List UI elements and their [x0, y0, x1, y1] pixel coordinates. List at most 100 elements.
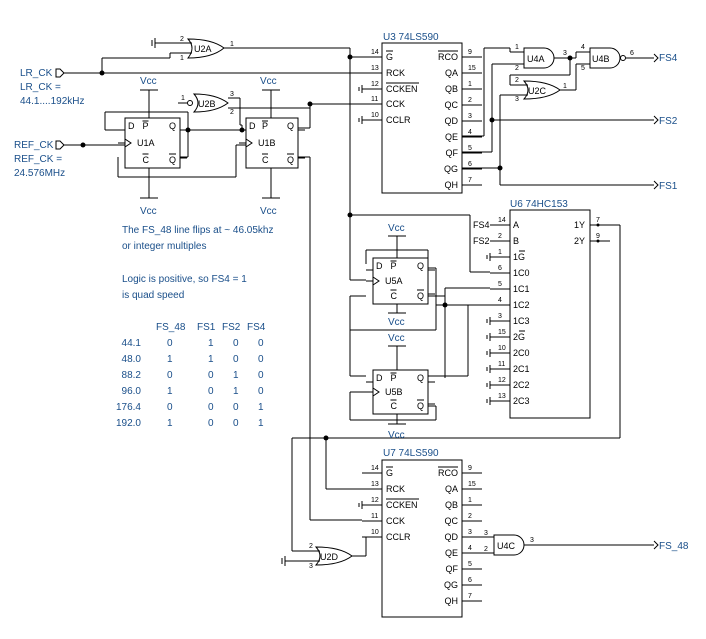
ff-pin-c: C: [262, 155, 269, 165]
table-cell: 1: [233, 370, 239, 381]
pin-num: 5: [468, 145, 472, 152]
pin-num: 6: [468, 161, 472, 168]
u7-counter: U7 74LS590 14 13 12 11 10 G RCK CCKEN CC…: [362, 448, 482, 618]
u7-pin-label: RCK: [386, 484, 405, 494]
u3-pin-label: G: [386, 52, 393, 62]
pin-num: 4: [498, 297, 502, 304]
table-rate: 48.0: [122, 354, 142, 365]
pin-num: 3: [530, 537, 534, 544]
table-cell: 0: [208, 386, 214, 397]
lr-ck-range: 44.1....192kHz: [20, 96, 84, 107]
ground-ticks: [358, 85, 363, 509]
ff-pin-q: Q: [287, 121, 294, 131]
pin-num: 7: [468, 593, 472, 600]
pin-num: 11: [498, 361, 505, 368]
u3-pin-label: CCLR: [386, 115, 411, 125]
u7-pin-num: 10: [371, 529, 379, 536]
vcc-label: Vcc: [388, 430, 405, 441]
pin-label: RCO: [438, 468, 458, 478]
pin-num: 1: [181, 95, 185, 102]
vcc-label: Vcc: [388, 223, 405, 234]
pin-num: 5: [581, 65, 585, 72]
table-cell: 0: [233, 418, 239, 429]
gate-u2d: U2D 2 3: [300, 543, 366, 570]
pin-label: A: [513, 220, 519, 230]
table-header: FS_48: [156, 322, 186, 333]
ff-pin-c: C: [143, 155, 150, 165]
pin-num: 2: [468, 513, 472, 520]
gate-u2c: U2C 2 3 1: [510, 77, 576, 103]
gate-u4b: U4B 4 5 6: [576, 44, 654, 72]
gate-label: U2B: [198, 99, 216, 109]
pin-num: 1: [230, 41, 234, 48]
table-rate: 96.0: [122, 386, 142, 397]
pin-label: QE: [445, 548, 458, 558]
pin-label: QF: [446, 564, 459, 574]
pin-label: RCO: [438, 52, 458, 62]
note-line: The FS_48 line flips at ~ 46.05khz: [122, 225, 273, 236]
ff-pin-d: D: [376, 373, 383, 383]
ff-pin-q: Q: [169, 121, 176, 131]
u7-pin-label: CCKEN: [386, 500, 418, 510]
ref-ck-freq: 24.576MHz: [14, 168, 65, 179]
pin-label: QH: [445, 596, 459, 606]
connector-labels: LR_CK LR_CK = 44.1....192kHz REF_CK REF_…: [14, 53, 689, 552]
pin-num: 12: [498, 377, 506, 384]
table-cell: 1: [233, 386, 239, 397]
pin-num: 3: [515, 96, 519, 103]
gate-u4c: U4C 3 2 3: [462, 530, 654, 556]
pin-label: QG: [444, 164, 458, 174]
pin-num: 3: [563, 50, 567, 57]
u6-b-input-label: FS2: [473, 236, 490, 246]
table-cell: 1: [258, 418, 264, 429]
pin-num: 3: [468, 529, 472, 536]
pin-num: 6: [630, 50, 634, 57]
gate-label: U4B: [592, 54, 610, 64]
table-cell: 1: [208, 338, 214, 349]
ff-pin-p: P: [391, 373, 397, 383]
ff-name: U5A: [385, 276, 403, 286]
pin-num: 4: [468, 545, 472, 552]
table-cell: 0: [208, 418, 214, 429]
pin-label: 1G: [513, 252, 525, 262]
pin-label: QB: [445, 84, 458, 94]
gate-u4a: U4A 1 2 3: [510, 44, 576, 72]
pin-num: 3: [468, 113, 472, 120]
ff-name: U1A: [137, 138, 155, 148]
pin-num: 1: [515, 44, 519, 51]
u7-pin-label: G: [386, 468, 393, 478]
pin-label: 2C2: [513, 380, 530, 390]
vcc-label: Vcc: [388, 317, 405, 328]
pin-label: QD: [445, 532, 459, 542]
u6-title: U6 74HC153: [510, 199, 568, 210]
pin-num: 2: [515, 77, 519, 84]
pin-label: 2G: [513, 332, 525, 342]
pin-label: QA: [445, 68, 458, 78]
u7-pin-num: 12: [371, 497, 379, 504]
table-cell: 0: [233, 354, 239, 365]
pin-num: 5: [498, 281, 502, 288]
pin-num: 7: [468, 177, 472, 184]
ff-pin-p: P: [143, 121, 149, 131]
table-cell: 0: [233, 338, 239, 349]
u6-pin-label: 1Y: [574, 220, 585, 230]
pin-num: 3: [309, 563, 313, 570]
u3-pin-num: 14: [371, 49, 379, 56]
pin-num: 9: [468, 49, 472, 56]
pin-num: 2: [180, 36, 184, 43]
note-line: Logic is positive, so FS4 = 1: [122, 274, 247, 285]
pin-label: QC: [445, 516, 459, 526]
table-header: FS1: [197, 322, 216, 333]
pin-num: 1: [180, 55, 184, 62]
note-line: is quad speed: [122, 290, 184, 301]
ff-name: U5B: [385, 387, 403, 397]
pin-label: 2C1: [513, 364, 530, 374]
pin-num: 3: [484, 530, 488, 537]
fs1-output: FS1: [659, 181, 678, 192]
pin-num: 2: [515, 65, 519, 72]
ff-pin-d: D: [128, 121, 135, 131]
u3-pin-label: CCKEN: [386, 84, 418, 94]
